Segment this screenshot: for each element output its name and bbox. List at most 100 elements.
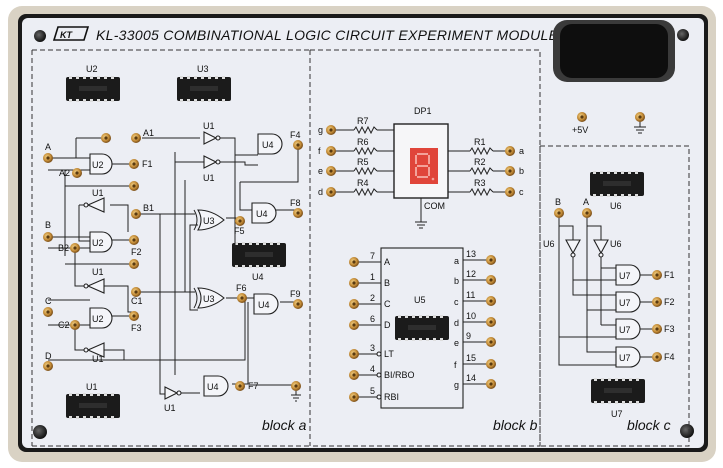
decoder-output-row: 9e: [454, 331, 496, 348]
terminal-segment-a[interactable]: [505, 146, 515, 156]
pin-number: 1: [370, 272, 375, 282]
terminal-a-tap[interactable]: [101, 133, 111, 143]
terminal-segment-g[interactable]: [326, 125, 336, 135]
power-connector[interactable]: [553, 20, 675, 82]
block-a-border: [31, 49, 311, 447]
terminal-input-a1[interactable]: [131, 133, 141, 143]
terminal-output-f3[interactable]: [129, 311, 139, 321]
terminal-input-a2[interactable]: [72, 168, 82, 178]
svg-text:U2: U2: [92, 314, 104, 324]
terminal-input-d[interactable]: [43, 361, 53, 371]
terminal-block-c-input-a[interactable]: [582, 208, 592, 218]
terminal-decoder-c[interactable]: [349, 299, 359, 309]
ground-icon: [634, 122, 646, 134]
terminal-label: C2: [58, 320, 70, 330]
terminal-a-not[interactable]: [129, 181, 139, 191]
terminal-decoder-bi-rbo[interactable]: [349, 370, 359, 380]
block-c-border: [539, 145, 690, 447]
terminal-decoder-rbi[interactable]: [349, 392, 359, 402]
terminal-output-f5[interactable]: [235, 216, 245, 226]
terminal-label: F3: [664, 324, 675, 334]
terminal-label: F4: [290, 130, 301, 140]
terminal-block-c-output-f3[interactable]: [652, 324, 662, 334]
resistor-label: R3: [474, 178, 486, 188]
terminal-decoder-out-d[interactable]: [486, 317, 496, 327]
ic-chip-u7: [591, 378, 645, 404]
terminal-input-a[interactable]: [43, 153, 53, 163]
terminal-output-f8[interactable]: [293, 208, 303, 218]
terminal-input-b[interactable]: [43, 232, 53, 242]
pin-name: B: [384, 278, 390, 288]
terminal-output-f6[interactable]: [237, 293, 247, 303]
pin-number: 2: [370, 293, 375, 303]
block-a-ground-terminal[interactable]: [291, 381, 301, 391]
terminal-segment-b[interactable]: [505, 166, 515, 176]
terminal-input-b2[interactable]: [70, 243, 80, 253]
chip-label: U3: [197, 64, 209, 74]
terminal-output-f1[interactable]: [129, 159, 139, 169]
terminal-output-f9[interactable]: [293, 299, 303, 309]
not-gate-u1: U1: [203, 121, 221, 145]
terminal-decoder-out-b[interactable]: [486, 275, 496, 285]
terminal-decoder-d[interactable]: [349, 320, 359, 330]
pin-number: 14: [466, 373, 476, 383]
terminal-label: F9: [290, 289, 301, 299]
resistor-icons: [353, 125, 494, 197]
chip-label: U1: [86, 382, 98, 392]
terminal-decoder-out-g[interactable]: [486, 379, 496, 389]
terminal-decoder-lt[interactable]: [349, 349, 359, 359]
svg-text:U7: U7: [619, 353, 631, 363]
and-gate-u2: U2: [89, 153, 113, 175]
pin-number: 3: [370, 343, 375, 353]
pin-name: LT: [384, 349, 394, 359]
pin-name: D: [384, 320, 391, 330]
terminal-segment-f[interactable]: [326, 146, 336, 156]
ic-chip-u3: [177, 76, 231, 102]
terminal-segment-e[interactable]: [326, 166, 336, 176]
terminal-input-c2[interactable]: [70, 320, 80, 330]
terminal-segment-d[interactable]: [326, 187, 336, 197]
terminal-decoder-out-a[interactable]: [486, 255, 496, 265]
svg-text:U1: U1: [92, 267, 104, 277]
terminal-segment-c[interactable]: [505, 187, 515, 197]
decoder-output-row: 11c: [454, 290, 496, 307]
chip-label: U7: [611, 409, 623, 419]
ic-chip-u2: [66, 76, 120, 102]
ground-terminal[interactable]: [635, 112, 645, 122]
terminal-block-c-output-f4[interactable]: [652, 352, 662, 362]
svg-text:U4: U4: [256, 209, 268, 219]
terminal-block-c-output-f2[interactable]: [652, 297, 662, 307]
pin-number: 5: [370, 386, 375, 396]
terminal-decoder-out-c[interactable]: [486, 296, 496, 306]
terminal-output-f2[interactable]: [129, 235, 139, 245]
terminal-decoder-out-e[interactable]: [486, 337, 496, 347]
not-gate-u1: U1: [203, 155, 221, 183]
svg-text:U7: U7: [619, 271, 631, 281]
terminal-output-f7[interactable]: [235, 381, 245, 391]
terminal-label: F3: [131, 323, 142, 333]
terminal-decoder-a[interactable]: [349, 257, 359, 267]
and-gate-u7: U7: [615, 318, 641, 340]
svg-text:U7: U7: [619, 325, 631, 335]
decoder-input-row: 3LT: [349, 343, 394, 359]
terminal-output-f4[interactable]: [293, 140, 303, 150]
and-gate-u7: U7: [615, 346, 641, 368]
svg-text:U7: U7: [619, 298, 631, 308]
terminal-label: c: [519, 187, 524, 197]
pin-name: a: [454, 256, 459, 266]
ic-chip-u6: [590, 171, 644, 197]
and-gate-u4: U4: [251, 202, 277, 224]
pin-name: g: [454, 380, 459, 390]
terminal-label: b: [519, 166, 524, 176]
decoder-input-row: 7A: [349, 251, 390, 267]
svg-text:U3: U3: [203, 294, 215, 304]
terminal-input-c[interactable]: [43, 307, 53, 317]
terminal-block-c-input-b[interactable]: [554, 208, 564, 218]
power-5v-terminal[interactable]: [577, 112, 587, 122]
terminal-decoder-b[interactable]: [349, 278, 359, 288]
terminal-input-b1[interactable]: [131, 209, 141, 219]
screw-icon: [34, 30, 46, 42]
terminal-b-not[interactable]: [129, 259, 139, 269]
terminal-block-c-output-f1[interactable]: [652, 270, 662, 280]
terminal-decoder-out-f[interactable]: [486, 359, 496, 369]
